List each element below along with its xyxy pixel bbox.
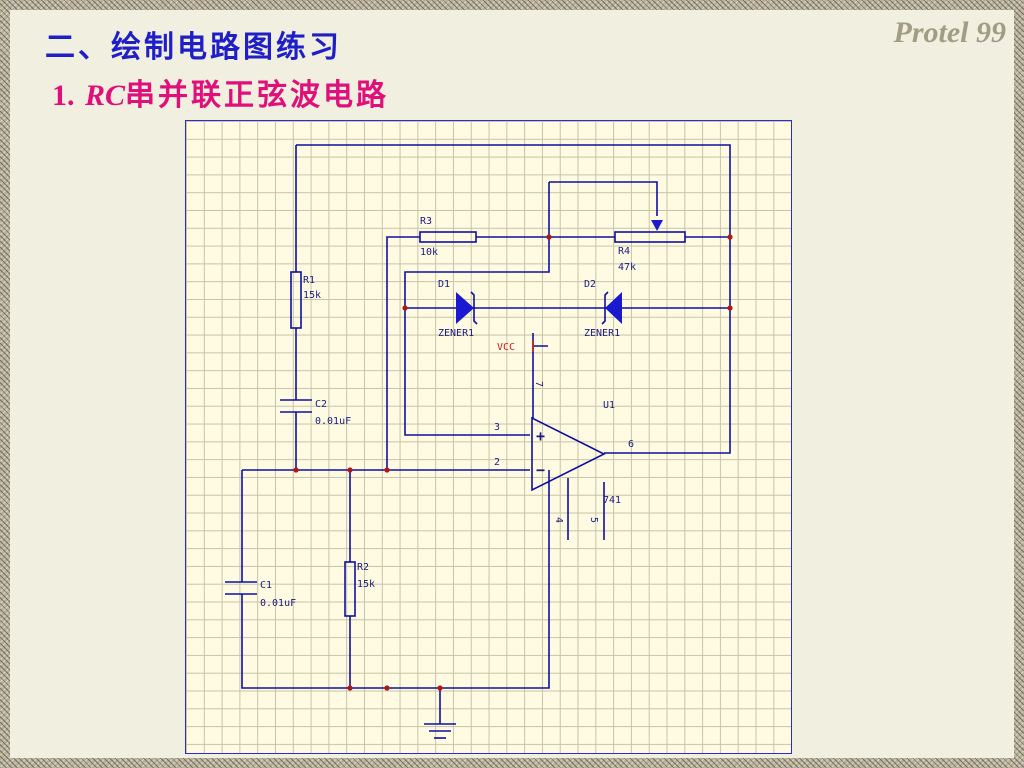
subtitle-number: 1. <box>52 79 75 112</box>
schematic-sheet <box>185 120 792 754</box>
subtitle: 1. RC串并联正弦波电路 <box>52 70 389 114</box>
brand-label: Protel 99 <box>893 16 1007 49</box>
subtitle-text: 串并联正弦波电路 <box>124 78 389 113</box>
subtitle-rc: RC <box>84 79 125 112</box>
section-title: 二、绘制电路图练习 <box>45 30 342 65</box>
